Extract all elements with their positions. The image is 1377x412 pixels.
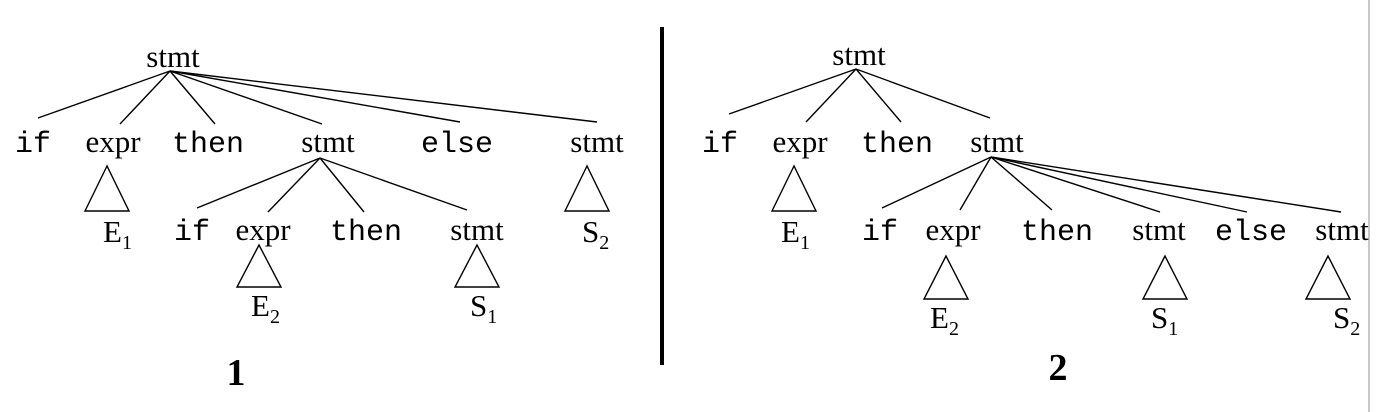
edge	[990, 156, 1053, 211]
tree2-inner-expr: expr	[925, 212, 981, 247]
edge	[37, 70, 171, 119]
tree1-inner-edges	[196, 157, 468, 213]
tree2-then: then	[861, 128, 933, 162]
tree2-E2: E2	[930, 300, 959, 340]
tree2-inner-else: else	[1215, 216, 1287, 250]
tree2-inner-stmt: stmt	[1132, 212, 1186, 247]
tree1-inner-then: then	[330, 216, 402, 250]
tree1-else: else	[421, 128, 493, 162]
tree1-root-edges	[37, 70, 598, 125]
tree-1: stmt if expr then stmt else stmt E1 S2	[15, 39, 624, 394]
tree1-inner-expr-subtree	[235, 243, 283, 288]
edge	[855, 68, 902, 123]
tree1-inner-stmt-subtree	[453, 243, 501, 288]
tree2-caption: 2	[1049, 347, 1068, 389]
edge	[805, 68, 857, 123]
tree2-root-edges	[728, 68, 991, 123]
tree2-inner-stmt-else-subtree	[1304, 254, 1352, 300]
edge	[196, 157, 321, 209]
tree1-then: then	[172, 128, 244, 162]
tree2-expr: expr	[772, 124, 828, 159]
tree2-if: if	[702, 128, 738, 162]
edge	[881, 156, 992, 209]
edge	[855, 68, 991, 119]
tree1-stmt-inner: stmt	[301, 124, 355, 159]
tree2-inner-stmt-subtree	[1141, 254, 1189, 300]
tree2-inner-then: then	[1021, 216, 1093, 250]
tree2-inner-stmt-else: stmt	[1315, 212, 1369, 247]
tree1-expr-subtree	[83, 164, 131, 212]
edge	[990, 156, 1342, 213]
tree1-inner-if: if	[174, 216, 210, 250]
tree1-inner-stmt: stmt	[450, 212, 504, 247]
tree1-root: stmt	[146, 39, 200, 74]
tree1-E1: E1	[103, 214, 132, 254]
tree1-caption: 1	[227, 352, 246, 394]
tree2-S1: S1	[1151, 300, 1178, 340]
edge	[267, 157, 321, 213]
tree1-expr: expr	[85, 124, 141, 159]
edge	[319, 157, 365, 213]
tree2-E1: E1	[781, 214, 810, 254]
edge	[169, 70, 598, 123]
tree1-S1: S1	[470, 288, 497, 328]
edge	[169, 70, 461, 123]
tree2-root: stmt	[832, 37, 886, 72]
tree2-inner-edges	[881, 156, 1342, 213]
tree1-stmt-else: stmt	[570, 124, 624, 159]
tree1-if: if	[15, 128, 51, 162]
tree1-stmt-else-subtree	[563, 164, 611, 212]
tree-2: stmt if expr then stmt E1 if expr then s…	[702, 37, 1369, 389]
tree1-S2: S2	[582, 214, 609, 254]
tree2-expr-subtree	[770, 164, 818, 212]
edge	[169, 70, 323, 125]
edge	[169, 70, 216, 125]
edge	[959, 156, 992, 211]
tree2-S2: S2	[1333, 300, 1360, 340]
edge	[119, 70, 171, 125]
tree2-inner-if: if	[862, 216, 898, 250]
tree2-stmt-inner: stmt	[970, 124, 1024, 159]
edge	[728, 68, 857, 115]
tree1-E2: E2	[251, 288, 280, 328]
edge	[990, 156, 1248, 213]
tree2-inner-expr-subtree	[922, 254, 970, 300]
edge	[990, 156, 1161, 213]
tree1-inner-expr: expr	[235, 212, 291, 247]
edge	[319, 157, 468, 211]
